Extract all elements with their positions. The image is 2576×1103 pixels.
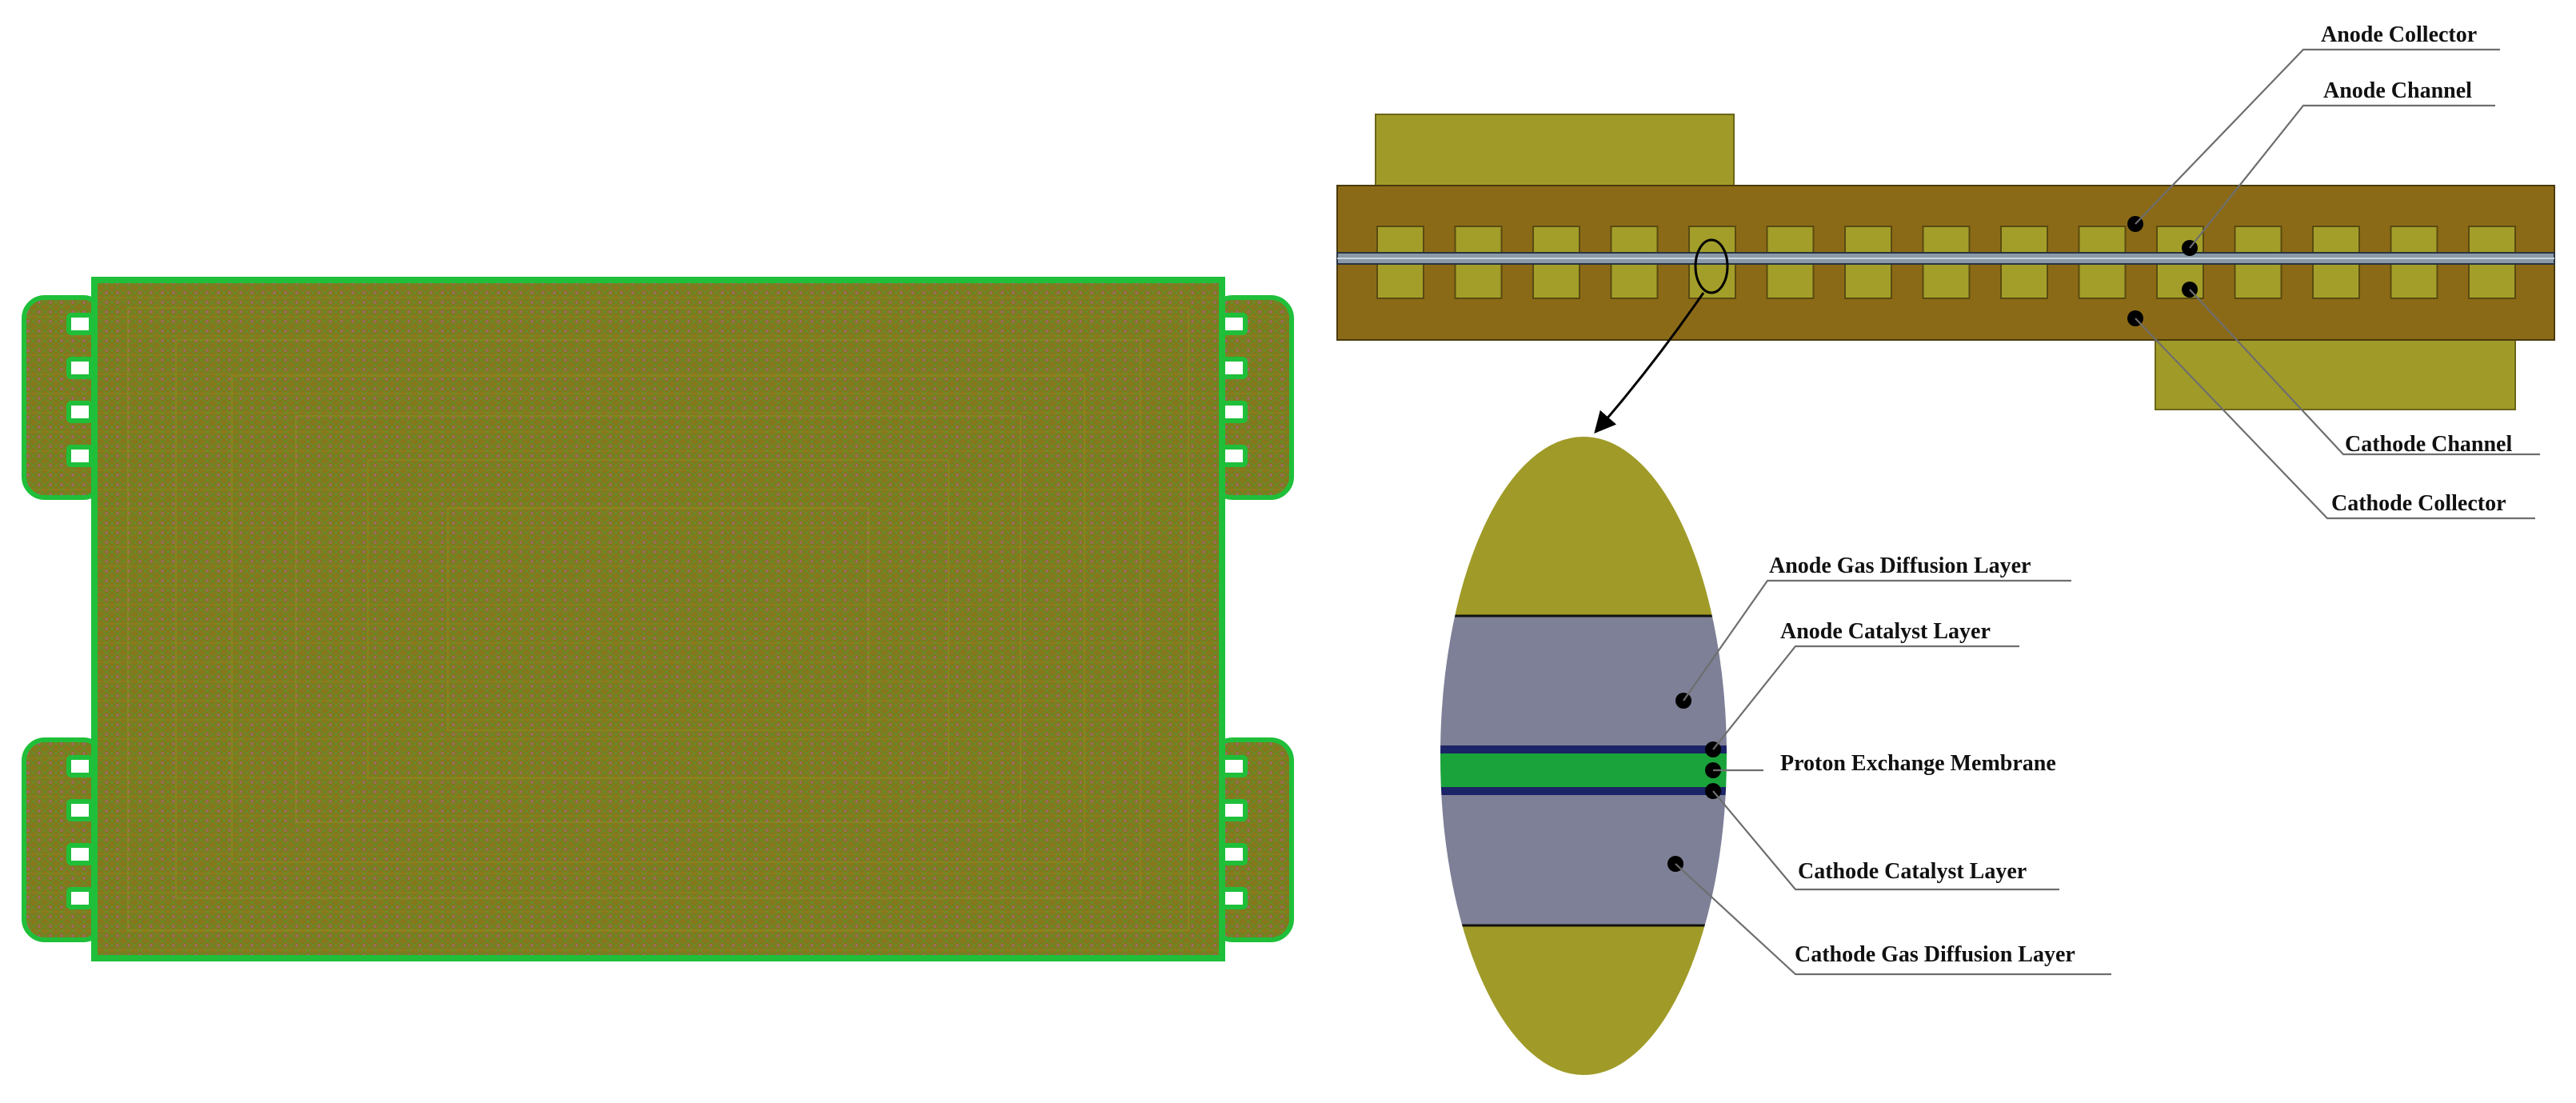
label-anode-collector: Anode Collector <box>2321 22 2477 47</box>
anode-cl-zone <box>1440 745 1727 753</box>
port-hole <box>1220 357 1248 379</box>
zoom-marker <box>1694 238 1729 294</box>
callouts: Anode Collector Anode Channel Cathode Ch… <box>1667 22 2540 976</box>
port-hole <box>66 887 94 909</box>
port-hole <box>1220 313 1248 335</box>
port-hole <box>1220 445 1248 467</box>
label-anode-cl: Anode Catalyst Layer <box>1780 619 1991 644</box>
anode-plate <box>1375 114 1735 187</box>
port-hole <box>66 843 94 865</box>
label-cathode-gdl: Cathode Gas Diffusion Layer <box>1795 942 2075 967</box>
mesh-body <box>91 277 1225 961</box>
label-cathode-collector: Cathode Collector <box>2331 491 2506 516</box>
cathode-plate <box>2155 337 2516 410</box>
port-hole <box>1220 755 1248 777</box>
anode-channel-zone <box>1440 436 1727 616</box>
zoom-arrow <box>1594 292 1705 434</box>
cathode-channel-zone <box>1440 925 1727 1076</box>
port-hole <box>1220 843 1248 865</box>
cathode-gdl-zone <box>1440 795 1727 925</box>
label-cathode-channel: Cathode Channel <box>2345 432 2512 457</box>
port-hole <box>66 313 94 335</box>
cathode-cl-zone <box>1440 787 1727 795</box>
cross-section <box>1336 114 2555 434</box>
port-hole <box>66 401 94 423</box>
port-hole <box>1220 799 1248 821</box>
pem-zone <box>1440 753 1727 787</box>
port-hole <box>66 799 94 821</box>
mea-zoom <box>1439 435 1728 1077</box>
mesh-ports <box>66 313 1248 909</box>
mesh-plate <box>22 277 1294 961</box>
label-cathode-cl: Cathode Catalyst Layer <box>1798 859 2027 884</box>
port-hole <box>1220 887 1248 909</box>
port-hole <box>66 357 94 379</box>
label-anode-gdl: Anode Gas Diffusion Layer <box>1769 553 2031 578</box>
port-hole <box>1220 401 1248 423</box>
anode-gdl-zone <box>1440 616 1727 745</box>
label-anode-channel: Anode Channel <box>2323 78 2472 103</box>
port-hole <box>66 445 94 467</box>
port-hole <box>66 755 94 777</box>
label-pem: Proton Exchange Membrane <box>1780 751 2056 776</box>
